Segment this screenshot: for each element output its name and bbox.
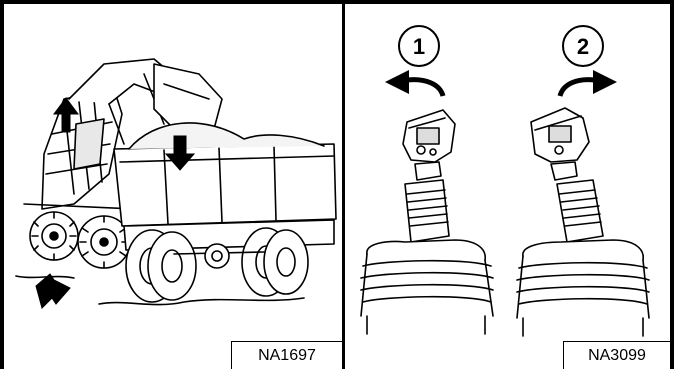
rotate-right-arrow: [560, 70, 617, 96]
frame-border-right: [670, 0, 674, 369]
joystick-illustration-panel: 1 2: [345, 4, 670, 369]
right-joystick: [517, 108, 649, 336]
callout-1-number: 1: [413, 34, 425, 59]
loader-truck-illustration: [4, 4, 342, 369]
joystick-illustration: 1 2: [345, 4, 670, 369]
travel-direction-arrow: [36, 274, 70, 308]
callout-2-number: 2: [577, 34, 589, 59]
left-joystick: [361, 110, 493, 334]
callout-1: 1: [399, 26, 439, 66]
rotate-left-arrow: [385, 70, 443, 96]
loader-illustration-panel: NA1697: [4, 4, 342, 369]
figure-label-na3099: NA3099: [563, 341, 670, 369]
callout-2: 2: [563, 26, 603, 66]
figure-label-na1697: NA1697: [231, 341, 342, 369]
